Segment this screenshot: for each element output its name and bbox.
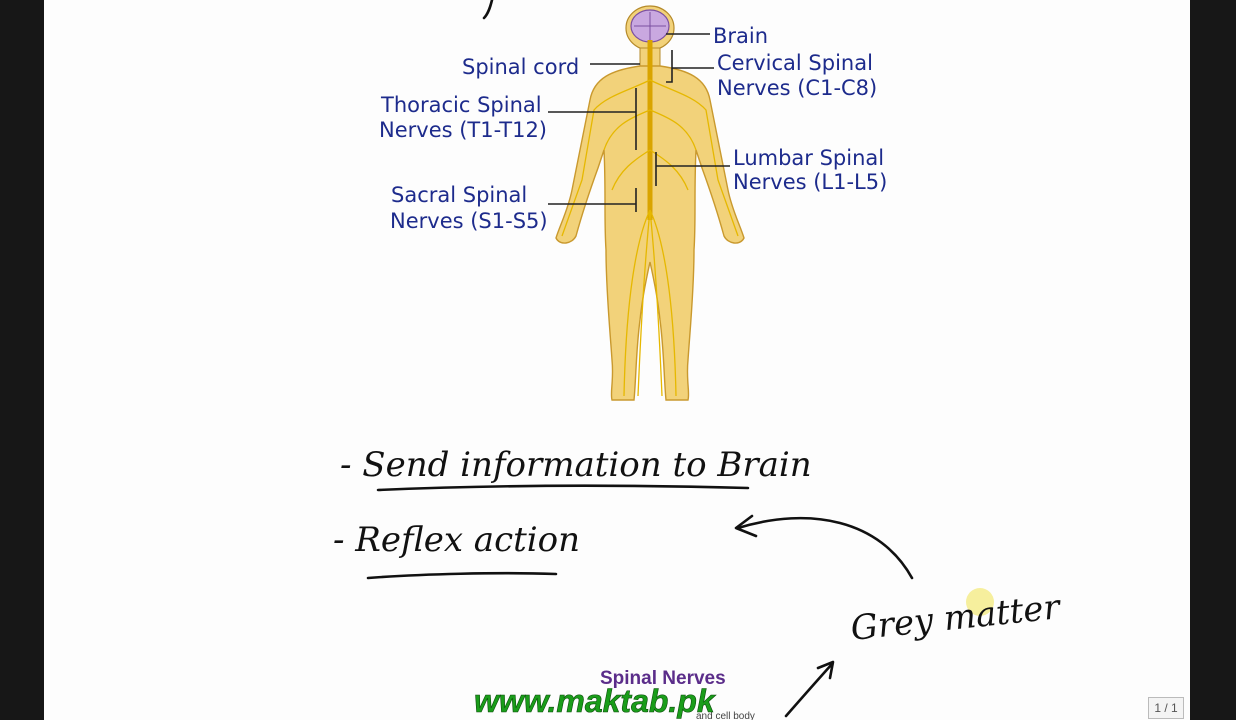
thumbnail-title: Spinal Nerves <box>600 668 726 689</box>
label-lumbar-line2: Nerves (L1-L5) <box>733 170 887 194</box>
arrow-to-reflex-action <box>736 516 914 580</box>
thoracic-bracket <box>548 88 637 150</box>
note-reflex-action: - Reflex action <box>333 520 580 560</box>
note-grey-matter: Grey matter <box>849 587 1064 649</box>
page-indicator: 1 / 1 <box>1148 697 1184 719</box>
lumbar-bracket <box>655 152 730 186</box>
whiteboard-canvas: Brain Spinal cord Cervical Spinal Nerves… <box>333 0 1064 720</box>
arrow-head-reflex <box>734 514 758 538</box>
label-sacral-line1: Sacral Spinal <box>391 183 527 207</box>
arrow-to-thumbnail <box>784 662 834 718</box>
label-cervical-line1: Cervical Spinal <box>717 51 873 75</box>
right-letterbox <box>1190 0 1236 720</box>
spinal-nerves-thumbnail: Spinal Nerves and cell body <box>600 668 755 720</box>
whiteboard-page: Brain Spinal cord Cervical Spinal Nerves… <box>44 0 1190 720</box>
handwriting-fragment <box>482 0 494 20</box>
label-cervical-line2: Nerves (C1-C8) <box>717 76 877 100</box>
label-leaders <box>548 33 730 212</box>
underline-note-1 <box>376 484 750 492</box>
body-silhouette <box>555 65 745 401</box>
brain-detail <box>634 12 666 40</box>
label-thoracic-line2: Nerves (T1-T12) <box>379 118 547 142</box>
note-send-information: - Send information to Brain <box>340 445 812 485</box>
label-brain: Brain <box>713 24 768 48</box>
label-spinal-cord: Spinal cord <box>462 55 579 79</box>
cursor-highlight <box>966 588 994 616</box>
label-thoracic-line1: Thoracic Spinal <box>380 93 542 117</box>
left-letterbox <box>0 0 44 720</box>
watermark-text: www.maktab.pk <box>474 683 717 719</box>
nerve-branches <box>561 79 739 397</box>
cervical-bracket <box>666 50 714 83</box>
thumbnail-caption: and cell body <box>696 711 755 720</box>
label-sacral-line2: Nerves (S1-S5) <box>390 209 548 233</box>
label-lumbar-line1: Lumbar Spinal <box>733 146 884 170</box>
sacral-bracket <box>548 188 637 212</box>
nervous-system-figure <box>555 5 745 401</box>
underline-note-2 <box>366 571 558 580</box>
arrow-head-thumbnail <box>816 660 835 680</box>
